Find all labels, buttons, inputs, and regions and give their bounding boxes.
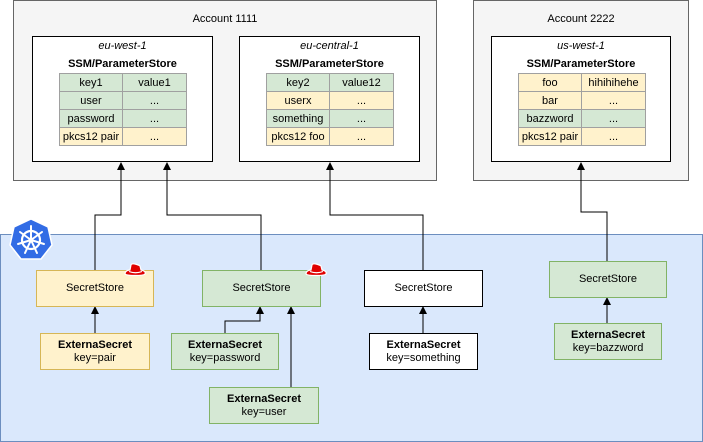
param-value: ... [581, 127, 646, 146]
secret-store-2[interactable]: SecretStore [202, 270, 321, 307]
param-value: ... [122, 127, 187, 146]
param-key: password [59, 109, 123, 128]
param-value: ... [329, 109, 394, 128]
param-key: user [59, 91, 123, 110]
parameter-store-title: SSM/ParameterStore [275, 58, 384, 70]
secret-store-label: SecretStore [578, 273, 638, 285]
param-key: pkcs12 pair [518, 127, 582, 146]
external-secret-title: ExternaSecret [386, 338, 461, 351]
external-secret-key: key=something [386, 351, 461, 364]
param-value: value1 [122, 73, 187, 92]
account-title: Account 2222 [547, 13, 615, 25]
region-name: eu-central-1 [300, 40, 359, 52]
param-key: bazzword [518, 109, 582, 128]
param-value: ... [581, 91, 646, 110]
external-secret-key: key=pair [74, 351, 116, 364]
table-row: bar... [518, 91, 646, 110]
account-title: Account 1111 [192, 13, 258, 25]
region-name: eu-west-1 [98, 40, 147, 52]
param-value: hihihihehe [581, 73, 646, 92]
red-hat-icon [305, 263, 327, 277]
external-secret-user[interactable]: ExternaSecret key=user [209, 387, 319, 424]
external-secret-pair[interactable]: ExternaSecret key=pair [40, 333, 150, 370]
external-secret-title: ExternaSecret [571, 328, 645, 341]
secret-store-label: SecretStore [232, 282, 291, 294]
table-row: pkcs12 pair... [518, 127, 646, 146]
secret-store-label: SecretStore [65, 282, 125, 294]
external-secret-something[interactable]: ExternaSecret key=something [369, 333, 478, 370]
external-secret-title: ExternaSecret [227, 392, 301, 405]
param-value: ... [122, 91, 187, 110]
external-secret-bazzword[interactable]: ExternaSecret key=bazzword [554, 323, 662, 360]
secret-store-label: SecretStore [394, 282, 453, 294]
param-key: foo [518, 73, 582, 92]
secret-store-1[interactable]: SecretStore [36, 270, 154, 307]
secret-store-4[interactable]: SecretStore [549, 261, 667, 298]
param-key: userx [266, 91, 330, 110]
region-name: us-west-1 [557, 40, 605, 52]
table-row: user... [59, 91, 187, 110]
param-key: key2 [266, 73, 330, 92]
external-secret-key: key=user [241, 405, 287, 418]
external-secret-password[interactable]: ExternaSecret key=password [171, 333, 279, 370]
external-secret-title: ExternaSecret [188, 338, 262, 351]
table-row: bazzword... [518, 109, 646, 128]
parameter-store-title: SSM/ParameterStore [68, 58, 177, 70]
table-row: pkcs12 pair... [59, 127, 187, 146]
param-key: key1 [59, 73, 123, 92]
table-row: userx... [266, 91, 394, 110]
external-secret-key: key=bazzword [572, 341, 644, 354]
param-key: something [266, 109, 330, 128]
table-row: pkcs12 foo... [266, 127, 394, 146]
param-key: pkcs12 foo [266, 127, 330, 146]
kubernetes-icon [9, 218, 53, 260]
table-row: something... [266, 109, 394, 128]
param-value: ... [581, 109, 646, 128]
param-value: value12 [329, 73, 394, 92]
param-value: ... [329, 127, 394, 146]
param-value: ... [329, 91, 394, 110]
external-secret-title: ExternaSecret [58, 338, 132, 351]
param-key: bar [518, 91, 582, 110]
secret-store-3[interactable]: SecretStore [364, 270, 483, 307]
external-secret-key: key=password [189, 351, 261, 364]
table-row: password... [59, 109, 187, 128]
parameter-store-title: SSM/ParameterStore [526, 58, 636, 70]
param-key: pkcs12 pair [59, 127, 123, 146]
param-value: ... [122, 109, 187, 128]
red-hat-icon [124, 263, 146, 277]
